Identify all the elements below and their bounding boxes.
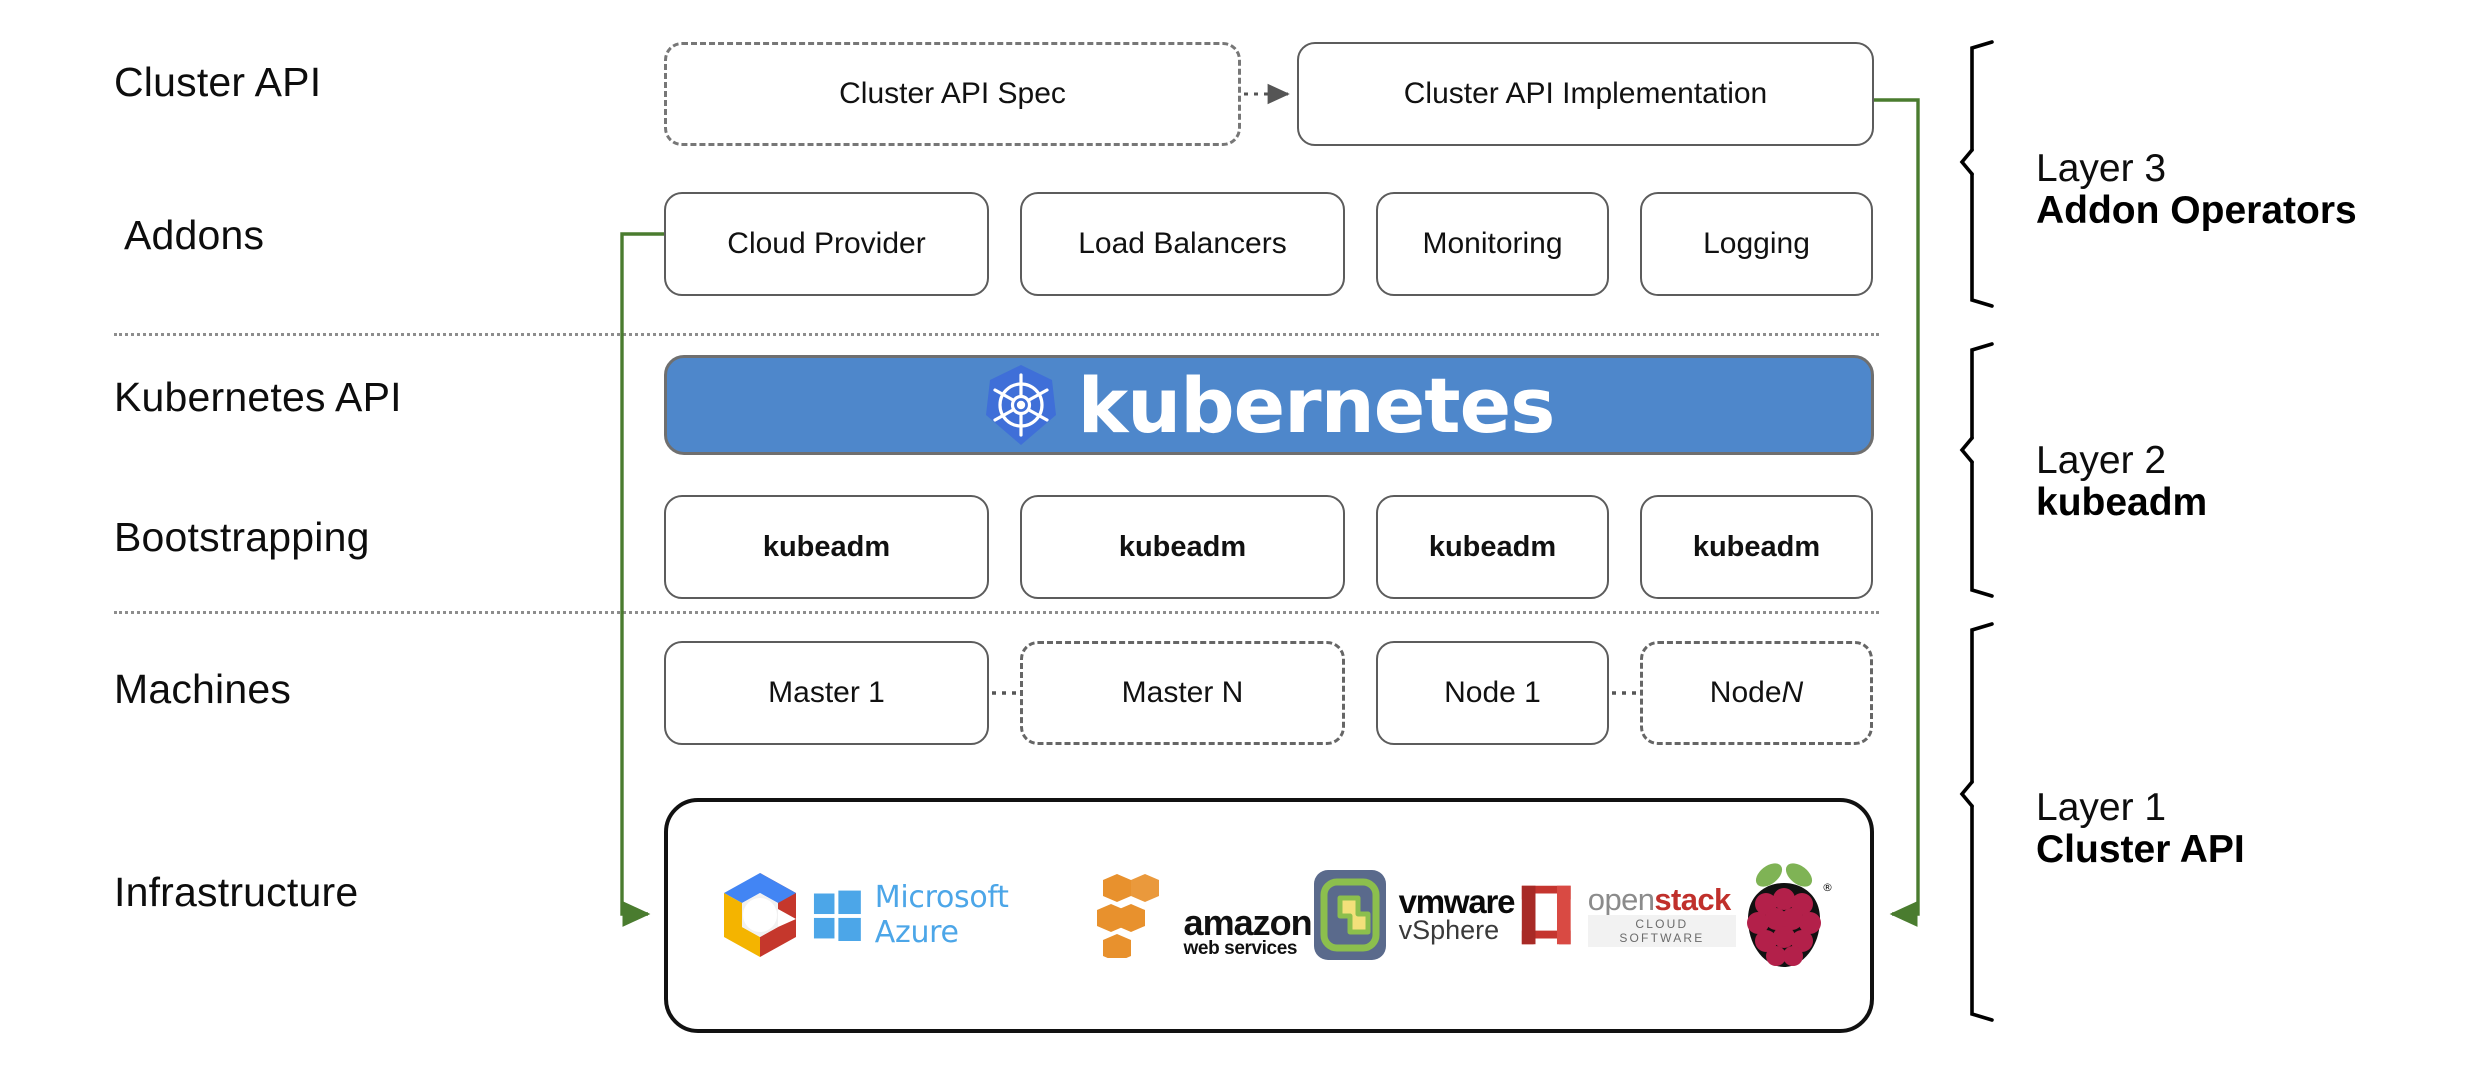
row-label-bootstrapping: Bootstrapping xyxy=(114,514,370,560)
microsoft-azure-logo-icon: Microsoft Azure xyxy=(812,880,1097,950)
amazon-web-services-logo-icon: amazon web services xyxy=(1096,872,1313,959)
infrastructure-provider-logos: Microsoft Azure amazon web services xyxy=(690,840,1850,990)
machine-box-master-1[interactable]: Master 1 xyxy=(664,641,989,745)
cluster-api-implementation-box[interactable]: Cluster API Implementation xyxy=(1297,42,1874,146)
bootstrap-box-3[interactable]: kubeadm xyxy=(1376,495,1609,599)
separator-layer2-layer1 xyxy=(114,611,1879,614)
layer-3-caption: Layer 3 Addon Operators xyxy=(2036,147,2357,233)
svg-text:®: ® xyxy=(1822,881,1832,894)
cloud-provider-to-infrastructure-arrow xyxy=(620,232,664,927)
layer-1-caption: Layer 1 Cluster API xyxy=(2036,786,2245,872)
openstack-wordmark-open: open xyxy=(1587,881,1655,917)
layer-1-bracket xyxy=(1959,622,1994,1022)
raspberry-pi-logo-icon: ® xyxy=(1736,857,1832,973)
cluster-api-spec-box[interactable]: Cluster API Spec xyxy=(664,42,1241,146)
kubernetes-banner[interactable]: kubernetes xyxy=(664,355,1874,455)
openstack-wordmark-stack: stack xyxy=(1654,881,1731,917)
addon-box-cloud-provider[interactable]: Cloud Provider xyxy=(664,192,989,296)
layer-2-bracket xyxy=(1959,342,1994,598)
bootstrap-box-4[interactable]: kubeadm xyxy=(1640,495,1873,599)
layer-3-bracket xyxy=(1959,40,1994,308)
layer-2-caption: Layer 2 kubeadm xyxy=(2036,439,2208,525)
openstack-logo-icon: openstack CLOUD SOFTWARE xyxy=(1514,879,1736,951)
microsoft-azure-wordmark: Microsoft Azure xyxy=(874,880,1009,950)
cluster-api-implementation-to-infrastructure-arrow xyxy=(1874,98,1920,927)
row-label-machines: Machines xyxy=(114,666,292,712)
machine-box-master-n[interactable]: Master N xyxy=(1020,641,1345,745)
machine-box-node-n-label: Node xyxy=(1709,676,1782,709)
openstack-tagline: CLOUD SOFTWARE xyxy=(1587,914,1736,947)
layer-2-caption-line-2: kubeadm xyxy=(2036,481,2208,525)
addon-box-monitoring[interactable]: Monitoring xyxy=(1376,192,1609,296)
vmware-vsphere-logo-icon: vmware vSphere xyxy=(1312,868,1516,962)
addon-box-logging[interactable]: Logging xyxy=(1640,192,1873,296)
row-label-kubernetes-api: Kubernetes API xyxy=(114,374,402,420)
layer-3-caption-line-1: Layer 3 xyxy=(2036,147,2167,190)
google-cloud-platform-logo-icon xyxy=(708,863,812,967)
kubernetes-wordmark: kubernetes xyxy=(1077,360,1556,450)
layer-1-caption-line-1: Layer 1 xyxy=(2036,786,2167,829)
addon-box-load-balancers[interactable]: Load Balancers xyxy=(1020,192,1345,296)
row-label-infrastructure: Infrastructure xyxy=(114,869,359,915)
amazon-wordmark: amazon xyxy=(1183,901,1313,943)
bootstrap-box-2[interactable]: kubeadm xyxy=(1020,495,1345,599)
row-label-addons: Addons xyxy=(124,212,265,258)
row-label-cluster-api: Cluster API xyxy=(114,59,322,105)
machine-box-node-n[interactable]: Node N xyxy=(1640,641,1873,745)
vmware-wordmark: vmware xyxy=(1398,882,1516,920)
separator-layer3-layer2 xyxy=(114,333,1879,336)
kubernetes-logo-icon xyxy=(984,363,1058,447)
layer-2-caption-line-1: Layer 2 xyxy=(2036,439,2167,482)
layer-1-caption-line-2: Cluster API xyxy=(2036,828,2245,872)
machine-box-node-n-suffix: N xyxy=(1781,676,1804,709)
bootstrap-box-1[interactable]: kubeadm xyxy=(664,495,989,599)
web-services-wordmark: web services xyxy=(1183,938,1298,959)
layer-3-caption-line-2: Addon Operators xyxy=(2036,189,2357,233)
vsphere-wordmark: vSphere xyxy=(1398,915,1500,946)
machine-box-node-1[interactable]: Node 1 xyxy=(1376,641,1609,745)
